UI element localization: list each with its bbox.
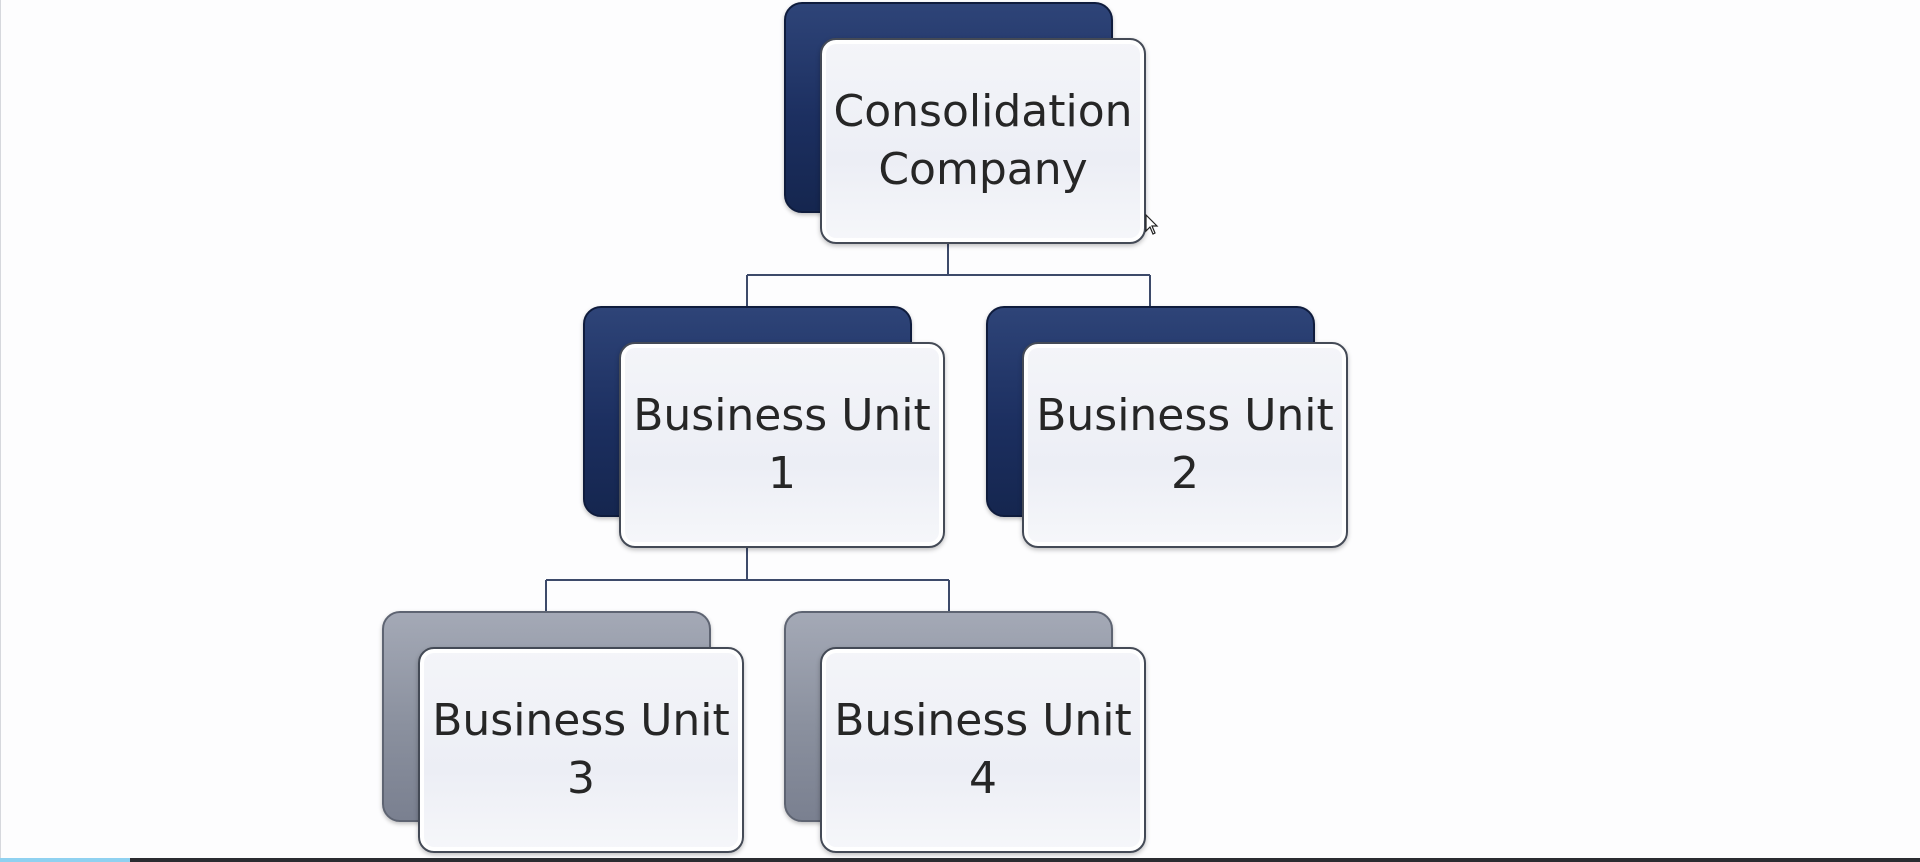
node-face[interactable]: Business Unit 1: [619, 342, 945, 548]
node-face[interactable]: Business Unit 3: [418, 647, 744, 853]
left-border: [0, 0, 1, 862]
node-label: Business Unit 1: [633, 390, 931, 499]
node-label: Consolidation Company: [833, 86, 1133, 195]
node-label: Business Unit 2: [1036, 390, 1334, 499]
node-label: Business Unit 3: [432, 695, 730, 804]
node-business-unit-4[interactable]: Business Unit 4: [784, 611, 1189, 856]
bottom-bar: [0, 858, 1920, 862]
node-label: Business Unit 4: [834, 695, 1132, 804]
node-face[interactable]: Business Unit 2: [1022, 342, 1348, 548]
node-face[interactable]: Business Unit 4: [820, 647, 1146, 853]
bottom-accent: [0, 858, 130, 862]
node-business-unit-2[interactable]: Business Unit 2: [986, 306, 1391, 551]
node-consolidation-company[interactable]: Consolidation Company: [784, 2, 1189, 247]
node-business-unit-3[interactable]: Business Unit 3: [382, 611, 787, 856]
mouse-pointer-icon: [1145, 214, 1159, 235]
node-business-unit-1[interactable]: Business Unit 1: [583, 306, 988, 551]
node-face[interactable]: Consolidation Company: [820, 38, 1146, 244]
